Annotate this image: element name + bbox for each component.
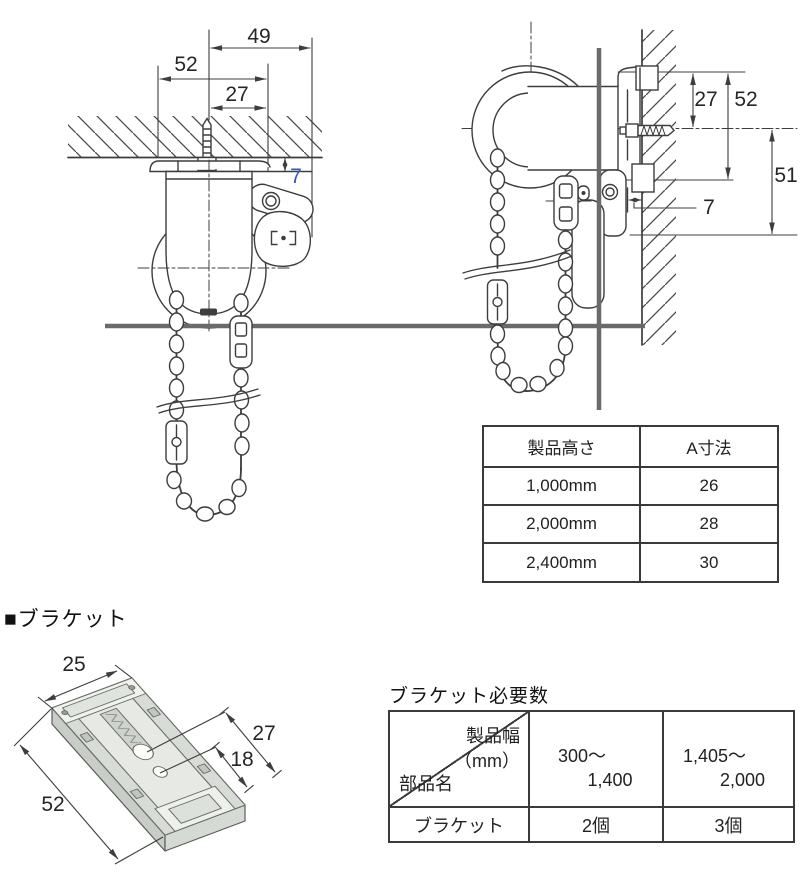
dim-label-wall-27: 27 bbox=[694, 88, 718, 111]
ceiling-hatch bbox=[68, 116, 322, 157]
bracket-count-table: 製品幅（mm） 部品名 300〜 1,400 1,405〜 2,000 ブラケッ… bbox=[388, 710, 795, 843]
dim-label-ceiling-7: 7 bbox=[290, 165, 302, 188]
ceiling-dimension-lines bbox=[159, 45, 311, 172]
bracket-section-title: ■ブラケット bbox=[4, 608, 128, 631]
clutch-mechanism bbox=[248, 183, 314, 267]
bracket-table-title: ブラケット必要数 bbox=[389, 686, 550, 707]
dim-label-bracket-27: 27 bbox=[252, 722, 276, 745]
a-dim-cell: 28 bbox=[639, 504, 779, 544]
dim-label-wall-51: 51 bbox=[774, 164, 798, 187]
dim-label-ceiling-52: 52 bbox=[174, 53, 198, 76]
wall-dimension-lines bbox=[628, 73, 775, 235]
bracket-dimension-lines bbox=[13, 664, 282, 865]
operating-chain-side-view bbox=[462, 148, 574, 394]
height-cell: 2,000mm bbox=[482, 504, 641, 544]
bracket-count-cell: 3個 bbox=[662, 806, 795, 843]
bracket-table-corner-cell: 製品幅（mm） 部品名 bbox=[388, 710, 530, 808]
height-cell: 2,400mm bbox=[482, 542, 641, 583]
corner-label-product-width: 製品幅（mm） bbox=[454, 726, 520, 771]
dim-label-bracket-52: 52 bbox=[41, 793, 65, 816]
dim-label-ceiling-49: 49 bbox=[247, 25, 271, 48]
height-table-header-1: 製品高さ bbox=[482, 425, 641, 468]
wall-mount-view bbox=[461, 21, 798, 346]
a-dim-cell: 26 bbox=[639, 466, 779, 506]
height-dimension-table: 製品高さ A寸法 1,000mm 26 2,000mm 28 2,400mm 3… bbox=[482, 425, 779, 583]
dim-label-wall-52: 52 bbox=[734, 88, 758, 111]
dim-label-bracket-18: 18 bbox=[230, 748, 254, 771]
a-dim-cell: 30 bbox=[639, 542, 779, 583]
height-cell: 1,000mm bbox=[482, 466, 641, 506]
ceiling-screw-icon bbox=[202, 117, 212, 157]
bracket-row-header: ブラケット bbox=[388, 806, 530, 843]
dim-label-ceiling-27: 27 bbox=[225, 83, 249, 106]
dim-label-bracket-25: 25 bbox=[62, 653, 86, 676]
corner-label-part-name: 部品名 bbox=[399, 774, 453, 794]
bracket-illustration bbox=[13, 664, 282, 865]
operating-chain-left-view bbox=[156, 290, 261, 522]
width-range-header-1: 300〜 1,400 bbox=[528, 710, 664, 808]
width-range-header-2: 1,405〜 2,000 bbox=[662, 710, 795, 808]
bracket-count-cell: 2個 bbox=[528, 806, 664, 843]
dim-label-wall-7: 7 bbox=[703, 196, 715, 219]
wall-screw-icon bbox=[619, 123, 675, 138]
height-table-header-2: A寸法 bbox=[639, 425, 779, 468]
